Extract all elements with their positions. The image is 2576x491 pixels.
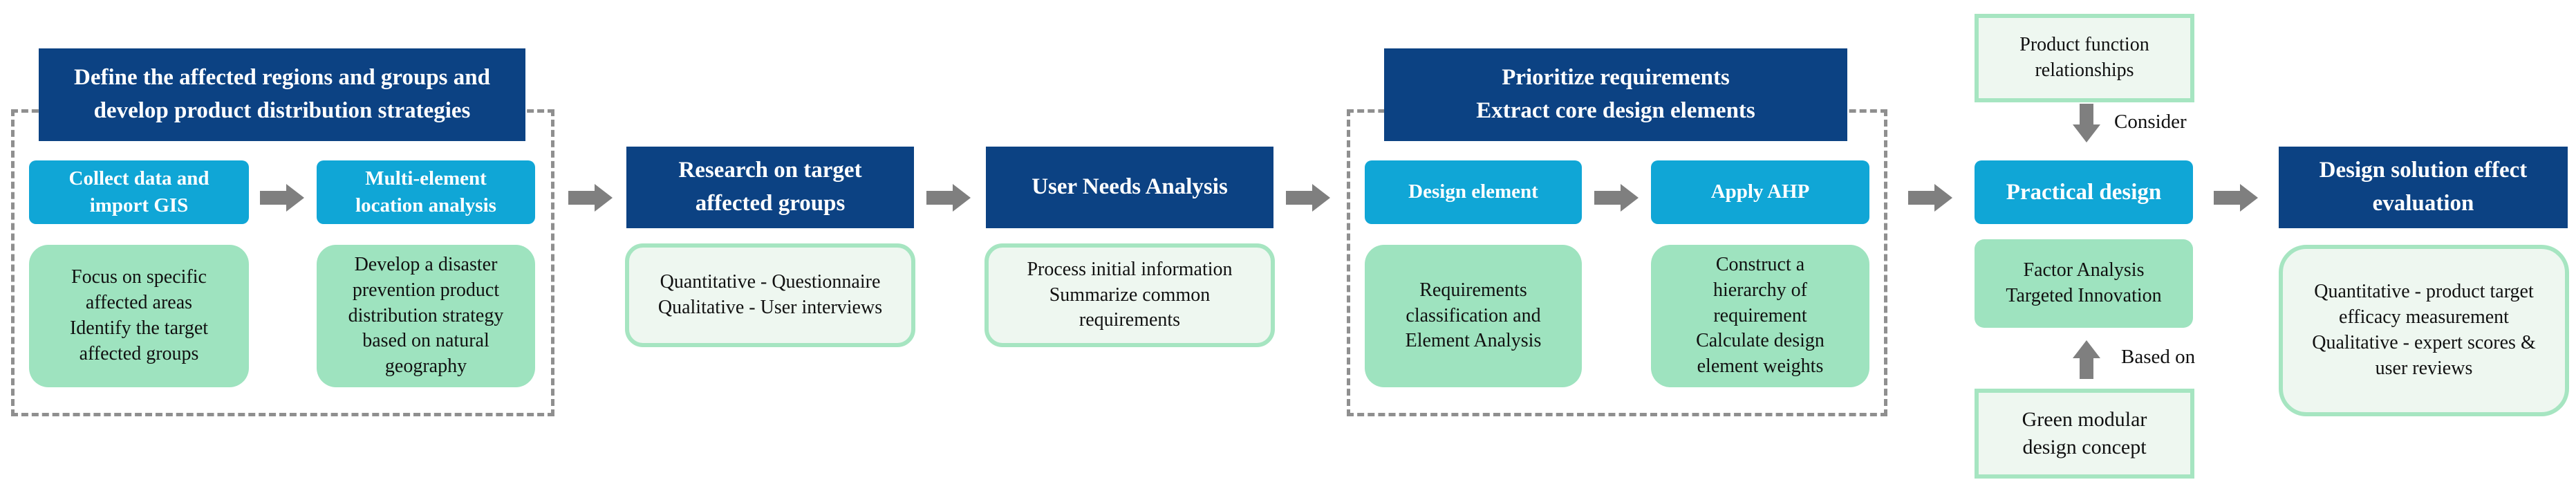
stage-collect-gis-line-1: Collect data and: [68, 167, 209, 189]
input-green-modular-line-2: design concept: [2022, 436, 2147, 458]
stage-prioritize: Prioritize requirements Extract core des…: [1384, 48, 1847, 141]
detail-factor-analysis-line-2: Targeted Innovation: [2006, 285, 2162, 306]
detail-needs-process-line-3: requirements: [1079, 309, 1181, 331]
detail-distribution-line-5: geography: [384, 355, 467, 378]
arrow-right-icon: [260, 184, 304, 212]
detail-hierarchy-line-5: element weights: [1697, 355, 1824, 378]
detail-distribution-line-4: based on natural: [362, 330, 489, 352]
stage-research-groups-line-2: affected groups: [695, 191, 846, 216]
detail-hierarchy-line-1: Construct a: [1715, 253, 1805, 275]
detail-evaluation-methods-line-1: Quantitative - product target: [2314, 281, 2534, 303]
stage-collect-gis: Collect data and import GIS: [29, 160, 249, 224]
input-function-relationships: Product function relationships: [1975, 14, 2194, 102]
detail-classification: Requirements classification and Element …: [1365, 245, 1582, 387]
stage-prioritize-line-2: Extract core design elements: [1476, 98, 1755, 123]
arrow-right-icon: [568, 184, 613, 212]
detail-focus-areas-line-1: Focus on specific: [71, 266, 207, 288]
detail-research-methods: Quantitative - Questionnaire Qualitative…: [625, 243, 915, 347]
detail-distribution-line-2: prevention product: [352, 279, 500, 301]
arrow-right-icon: [1286, 184, 1330, 212]
stage-define-regions: Define the affected regions and groups a…: [39, 48, 525, 141]
stage-effect-evaluation: Design solution effect evaluation: [2279, 147, 2568, 228]
arrow-right-icon: [926, 184, 971, 212]
detail-hierarchy-line-2: hierarchy of: [1712, 279, 1808, 301]
detail-evaluation-methods: Quantitative - product target efficacy m…: [2279, 245, 2569, 416]
detail-factor-analysis: Factor Analysis Targeted Innovation: [1975, 239, 2193, 328]
stage-define-regions-line-1: Define the affected regions and groups a…: [74, 65, 490, 91]
stage-multi-element-line-2: location analysis: [355, 194, 496, 216]
label-consider: Consider: [2114, 111, 2187, 133]
detail-hierarchy: Construct a hierarchy of requirement Cal…: [1651, 245, 1869, 387]
detail-evaluation-methods-line-2: efficacy measurement: [2339, 306, 2509, 328]
detail-distribution-strategy: Develop a disaster prevention product di…: [317, 245, 535, 387]
detail-evaluation-methods-line-3: Qualitative - expert scores &: [2312, 332, 2536, 353]
detail-research-methods-line-1: Quantitative - Questionnaire: [660, 271, 881, 293]
detail-evaluation-methods-line-4: user reviews: [2375, 357, 2473, 379]
stage-prioritize-line-1: Prioritize requirements: [1502, 65, 1730, 91]
detail-classification-line-3: Element Analysis: [1405, 330, 1542, 352]
arrow-right-icon: [1908, 184, 1952, 212]
input-function-relationships-line-1: Product function: [2019, 34, 2149, 56]
stage-research-groups: Research on target affected groups: [626, 147, 914, 228]
detail-focus-areas-line-3: Identify the target: [69, 317, 209, 339]
arrow-right-icon: [2214, 184, 2258, 212]
detail-hierarchy-line-3: requirement: [1713, 304, 1807, 326]
detail-focus-areas: Focus on specific affected areas Identif…: [29, 245, 249, 387]
detail-needs-process: Process initial information Summarize co…: [984, 243, 1275, 347]
stage-effect-evaluation-line-2: evaluation: [2372, 191, 2474, 216]
label-based-on: Based on: [2121, 346, 2196, 368]
input-function-relationships-line-2: relationships: [2035, 59, 2134, 81]
detail-factor-analysis-line-1: Factor Analysis: [2023, 259, 2145, 281]
detail-needs-process-line-2: Summarize common: [1049, 284, 1211, 306]
arrow-down-icon: [2073, 104, 2100, 142]
detail-focus-areas-line-4: affected groups: [79, 342, 199, 364]
stage-practical-design-label: Practical design: [2006, 179, 2162, 205]
stage-research-groups-line-1: Research on target: [678, 158, 862, 183]
stage-define-regions-line-2: develop product distribution strategies: [93, 98, 471, 123]
stage-apply-ahp: Apply AHP: [1651, 160, 1869, 224]
detail-hierarchy-line-4: Calculate design: [1696, 330, 1824, 352]
stage-multi-element: Multi-element location analysis: [317, 160, 535, 224]
stage-multi-element-line-1: Multi-element: [365, 167, 487, 189]
stage-user-needs: User Needs Analysis: [986, 147, 1273, 228]
detail-needs-process-line-1: Process initial information: [1027, 258, 1233, 280]
stage-design-element: Design element: [1365, 160, 1582, 224]
detail-classification-line-2: classification and: [1406, 304, 1541, 326]
stage-design-element-label: Design element: [1408, 180, 1538, 203]
detail-focus-areas-line-2: affected areas: [85, 292, 193, 314]
detail-research-methods-line-2: Qualitative - User interviews: [657, 297, 883, 318]
input-green-modular: Green modular design concept: [1975, 389, 2194, 479]
detail-distribution-line-3: distribution strategy: [348, 304, 504, 326]
stage-collect-gis-line-2: import GIS: [89, 194, 189, 216]
detail-distribution-line-1: Develop a disaster: [354, 253, 498, 275]
detail-classification-line-1: Requirements: [1419, 279, 1527, 301]
arrow-right-icon: [1594, 184, 1639, 212]
arrow-up-icon: [2073, 340, 2100, 379]
stage-effect-evaluation-line-1: Design solution effect: [2319, 158, 2528, 183]
stage-user-needs-label: User Needs Analysis: [1032, 174, 1228, 200]
stage-practical-design: Practical design: [1975, 160, 2193, 224]
input-green-modular-line-1: Green modular: [2022, 408, 2147, 432]
stage-apply-ahp-label: Apply AHP: [1710, 180, 1810, 203]
